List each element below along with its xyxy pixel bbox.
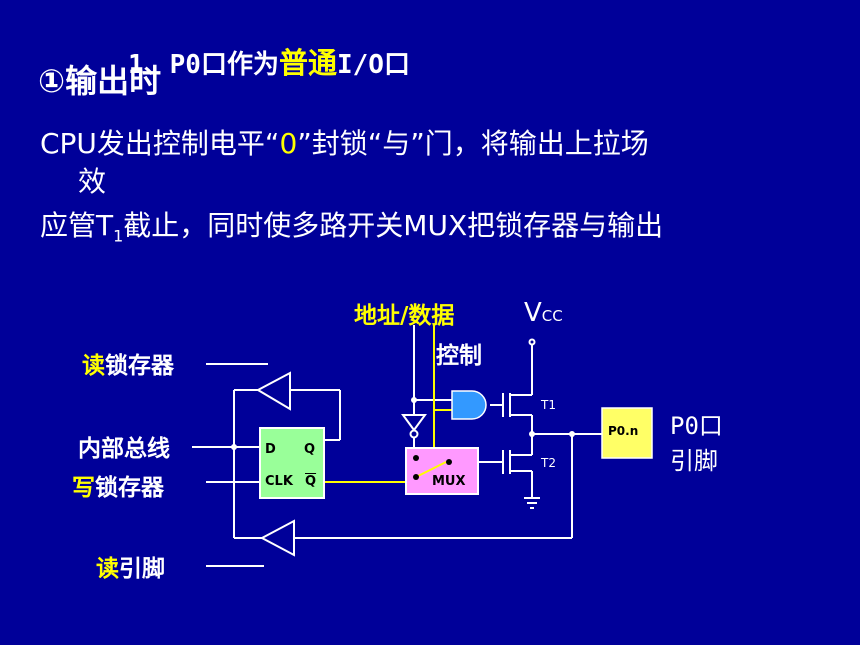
latch-box (259, 427, 325, 499)
mux-contact-2 (413, 474, 419, 480)
pin-box-label: P0.n (608, 424, 639, 438)
label-internal-bus: 内部总线 (78, 436, 170, 462)
label-addr-data: 地址/数据 (354, 303, 455, 329)
read-latch-buffer (255, 371, 291, 411)
latch-q: Q (304, 442, 316, 457)
latch-clk: CLK (265, 474, 293, 489)
and-gate (451, 390, 487, 420)
label-p0-port: P0口 (670, 412, 723, 440)
mux-contact-1 (413, 455, 419, 461)
label-vcc: VCC (524, 298, 563, 328)
control-inverter (401, 414, 427, 432)
label-read-pin: 读引脚 (96, 549, 165, 583)
pin-box (601, 407, 653, 459)
line3-subscript: 1 (113, 226, 124, 246)
mux-box (405, 447, 479, 495)
paragraph-line-1: CPU发出控制电平“0”封锁“与”门，将输出上拉场 (40, 122, 649, 162)
write-latch-rest: 锁存器 (95, 475, 164, 501)
line1-part-a: CPU发出控制电平“ (40, 127, 280, 160)
line3-part-a: 应管T (40, 209, 114, 242)
latch-d: D (265, 442, 276, 457)
t2-label: T2 (541, 456, 556, 470)
line1-zero: 0 (279, 127, 298, 160)
mux-label: MUX (432, 474, 466, 489)
write-latch-hl: 写 (72, 475, 95, 501)
label-read-latch: 读锁存器 (82, 346, 174, 380)
heading-prefix: 1、P0口作为 (128, 50, 279, 80)
line3-part-b: 截止，同时使多路开关MUX把锁存器与输出 (123, 209, 664, 242)
vcc-sub: CC (541, 307, 563, 325)
t1-label: T1 (541, 398, 556, 412)
vcc-main: V (524, 298, 542, 328)
latch-qbar: Q (305, 474, 317, 489)
read-pin-buffer (259, 519, 295, 557)
slide-subheading: ①输出时 (38, 62, 162, 100)
heading-suffix: I/O口 (336, 50, 410, 80)
read-latch-rest: 锁存器 (105, 353, 174, 379)
label-pin: 引脚 (670, 447, 718, 475)
mux-common (446, 459, 452, 465)
label-write-latch: 写锁存器 (72, 468, 164, 502)
read-pin-rest: 引脚 (119, 556, 165, 582)
line1-part-b: ”封锁“与”门，将输出上拉场 (297, 127, 649, 160)
slide-heading: 1、P0口作为普通I/O口 (128, 40, 410, 82)
heading-highlight: 普通 (278, 46, 337, 80)
read-latch-hl: 读 (82, 353, 105, 379)
paragraph-line-3: 应管T1截止，同时使多路开关MUX把锁存器与输出 (40, 204, 663, 246)
read-pin-hl: 读 (96, 556, 119, 582)
paragraph-line-2: 效 (78, 165, 107, 198)
mux-switch (415, 461, 447, 478)
label-control: 控制 (436, 343, 482, 369)
